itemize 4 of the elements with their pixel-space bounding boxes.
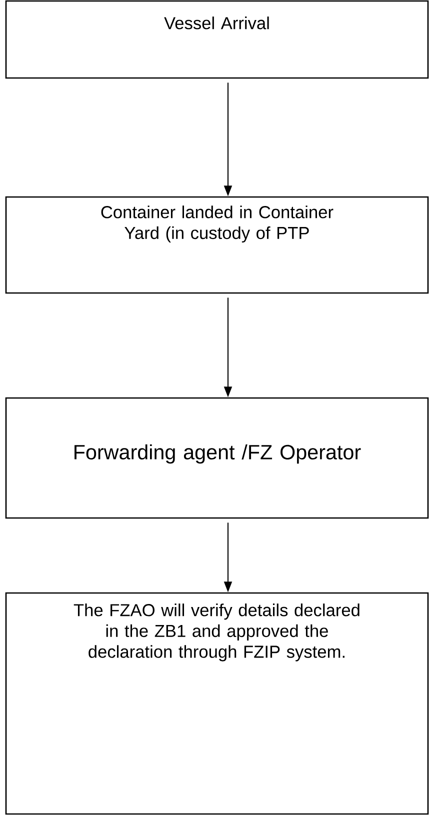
process-box: Container landed in Container Yard (in custody of PTP — [5, 196, 429, 294]
process-box: The FZAO will verify details declared in the ZB1 and approved the declaration through FZIP system. — [5, 592, 429, 815]
process-box: Forwarding agent /FZ Operator — [5, 397, 429, 519]
process-box: Vessel Arrival — [5, 0, 429, 79]
